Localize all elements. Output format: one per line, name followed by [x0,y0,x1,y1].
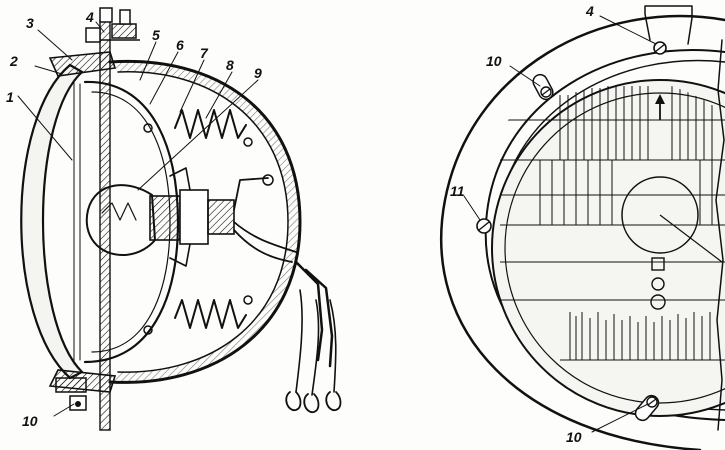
slot-screw-10-lower [634,394,660,422]
callout-10-front-upper: 10 [486,53,502,69]
wire-terminal-1 [285,391,302,411]
mounting-flange [99,19,111,431]
callout-8: 8 [226,57,234,73]
sectional-view: 1 2 3 4 5 6 7 8 9 10 [6,7,342,431]
callout-9: 9 [254,65,262,81]
callout-11-front: 11 [450,183,465,199]
leader-lines-right [463,15,657,433]
callout-4-front: 4 [585,3,594,19]
lens-marker-square [651,257,665,271]
wire-terminal-3 [325,391,342,411]
lens-center-circle [621,176,699,254]
lens-marker-circle-1 [651,277,665,291]
callout-1: 1 [6,89,14,105]
callout-6: 6 [176,37,184,53]
spring-lower [174,299,247,329]
bezel-outer [439,14,725,450]
screw-top-4 [653,41,667,55]
lens-glass [20,63,84,380]
bezel-top-tab [644,5,693,45]
bottom-adjusting-screw [55,377,87,411]
lens-prism-pattern [500,86,725,361]
callouts-left: 1 2 3 4 5 6 7 8 9 10 [6,9,262,429]
callout-7: 7 [200,45,209,61]
rim-top [48,51,117,77]
callout-10: 10 [22,413,38,429]
callout-10-front-lower: 10 [566,429,582,445]
wiring-harness [233,174,342,413]
lamp-socket [169,167,235,267]
lens-marker-circle-2 [650,294,666,310]
right-edge-cut [715,39,725,431]
top-adjusting-screw [85,7,140,43]
screw-11 [476,218,492,234]
slot-screw-10-upper [532,73,554,101]
callout-3: 3 [26,15,34,31]
leader-lines-left [17,21,259,417]
callout-4: 4 [85,9,94,25]
wire-terminal-2 [303,393,320,413]
callout-2: 2 [9,53,18,69]
front-view: 4 10 11 10 [439,3,725,450]
lens-face [491,79,725,417]
callout-5: 5 [152,27,160,43]
callouts-right: 4 10 11 10 [450,3,594,445]
lens-face-inner [504,92,725,404]
